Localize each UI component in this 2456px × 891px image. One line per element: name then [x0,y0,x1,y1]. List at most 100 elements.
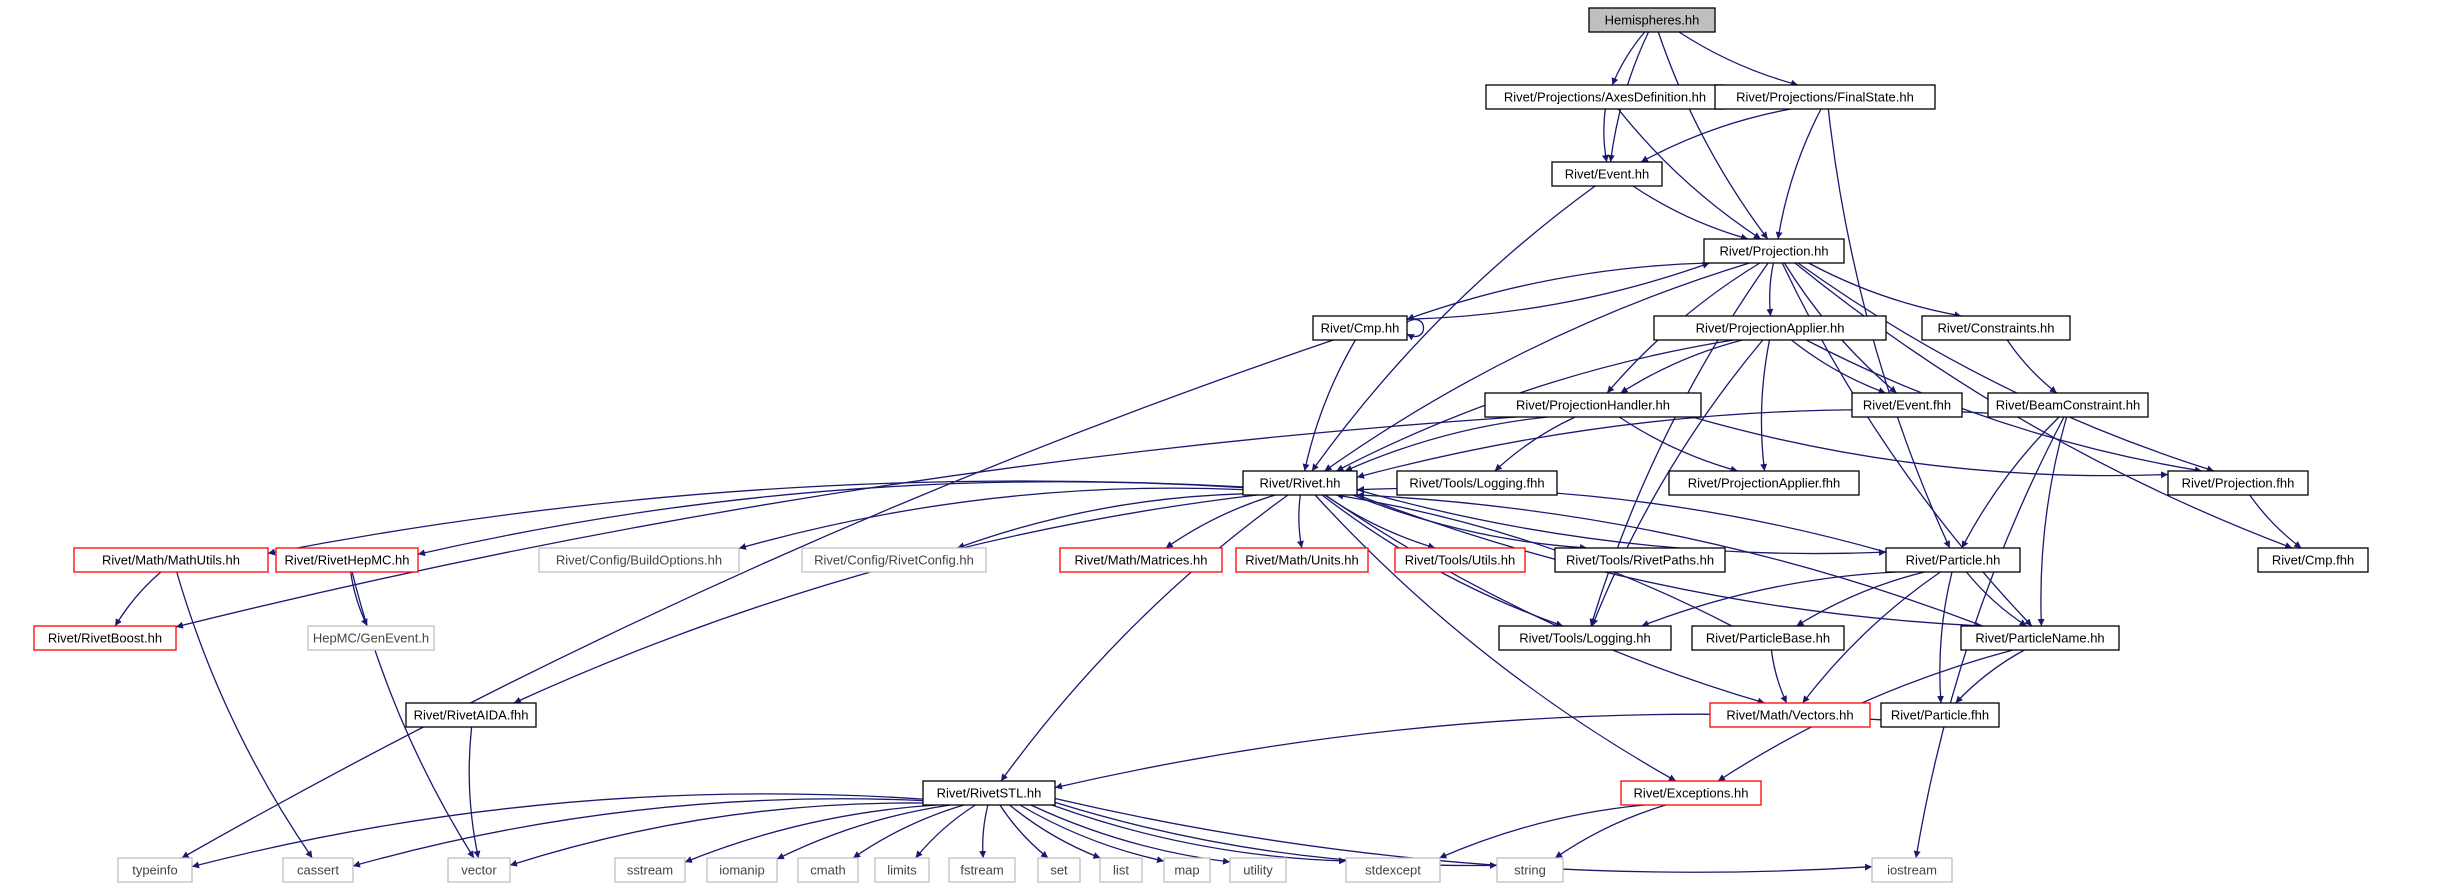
node-label: Rivet/Particle.fhh [1891,708,1989,723]
node-hepmc[interactable]: Rivet/RivetHepMC.hh [275,547,419,573]
node-boost[interactable]: Rivet/RivetBoost.hh [33,625,177,651]
node-units[interactable]: Rivet/Math/Units.hh [1235,547,1369,573]
node-projf[interactable]: Rivet/Projection.fhh [2167,470,2309,496]
node-box [275,547,419,573]
node-box [1620,780,1762,806]
node-list: list [1099,857,1143,883]
node-label: Rivet/RivetSTL.hh [937,786,1042,801]
edge-particle-to-pbase [1796,571,1925,627]
edge-stl-to-limits [915,804,976,859]
edge-proj-to-cmp [1406,262,1710,321]
node-rivet[interactable]: Rivet/Rivet.hh [1242,470,1358,496]
node-aida[interactable]: Rivet/RivetAIDA.fhh [405,702,537,728]
edge-line [1019,804,1165,864]
edge-constr-to-beam [2006,339,2058,394]
edge-line [2249,494,2302,549]
edge-line [1352,494,1588,552]
node-box [874,857,930,883]
node-label: Rivet/ProjectionApplier.hh [1696,321,1845,336]
node-label: Rivet/Tools/Utils.hh [1405,553,1516,568]
node-eventf[interactable]: Rivet/Event.fhh [1851,392,1963,418]
node-label: Rivet/Exceptions.hh [1634,786,1749,801]
edge-rivet-to-pname [1356,494,1983,630]
edge-line [1336,339,1734,472]
edge-particle-to-particlef [1936,571,1953,704]
node-except[interactable]: Rivet/Exceptions.hh [1620,780,1762,806]
node-phand[interactable]: Rivet/ProjectionHandler.hh [1484,392,1702,418]
edge-line [979,804,989,859]
edge-stl-to-cmath [852,804,965,859]
node-box [1871,857,1953,883]
edge-line [1494,416,1576,472]
edge-stl-to-fstream [979,804,989,859]
edge-line [1632,185,1749,241]
node-pbase[interactable]: Rivet/ParticleBase.hh [1691,625,1845,651]
node-logf[interactable]: Rivet/Tools/Logging.fhh [1396,470,1558,496]
edge-line [852,804,965,859]
node-label: Rivet/Projection.hh [1719,244,1828,259]
node-box [1709,702,1871,728]
edge-line [1324,262,1750,472]
node-box [1484,392,1702,418]
edge-stl-to-vector [509,802,924,867]
node-fstate[interactable]: Rivet/Projections/FinalState.hh [1714,84,1936,110]
edge-line [181,339,1334,859]
edge-line [1766,262,1775,317]
node-label: sstream [627,863,673,878]
node-label: Hemispheres.hh [1605,13,1700,28]
node-hemi[interactable]: Hemispheres.hh [1588,7,1716,33]
node-particle[interactable]: Rivet/Particle.hh [1885,547,2021,573]
node-logging[interactable]: Rivet/Tools/Logging.hh [1498,625,1672,651]
node-tutils[interactable]: Rivet/Tools/Utils.hh [1394,547,1526,573]
edge-line [1620,339,1743,394]
node-pname[interactable]: Rivet/ParticleName.hh [1960,625,2120,651]
node-proj[interactable]: Rivet/Projection.hh [1703,238,1845,264]
node-box [2257,547,2369,573]
edge-line [1796,571,1925,627]
node-stl[interactable]: Rivet/RivetSTL.hh [922,780,1056,806]
node-event[interactable]: Rivet/Event.hh [1551,161,1663,187]
node-box [1394,547,1526,573]
edge-line [1657,31,1769,240]
node-label: Rivet/Tools/Logging.fhh [1409,476,1544,491]
edge-line [1641,571,1897,627]
node-cmp[interactable]: Rivet/Cmp.hh [1312,315,1408,341]
node-mathutils[interactable]: Rivet/Math/MathUtils.hh [73,547,269,573]
node-cmpf[interactable]: Rivet/Cmp.fhh [2257,547,2369,573]
edge-stl-to-stdexcept [1051,804,1347,865]
node-box [922,780,1056,806]
node-box [1714,84,1936,110]
node-rpaths[interactable]: Rivet/Tools/RivetPaths.hh [1554,547,1726,573]
node-vectors[interactable]: Rivet/Math/Vectors.hh [1709,702,1871,728]
node-iomanip: iomanip [706,857,778,883]
node-label: Rivet/Projection.fhh [2182,476,2295,491]
node-box [1163,857,1211,883]
edge-stl-to-sstream [684,804,937,863]
node-box [1498,625,1672,651]
node-box [1099,857,1143,883]
edge-beam-to-particle [1961,416,2060,549]
node-stdexcept: stdexcept [1345,857,1441,883]
edge-line [1000,494,1289,782]
edge-line [1324,494,1765,705]
edge-line [1955,649,2025,704]
node-box [538,547,740,573]
node-pappf[interactable]: Rivet/ProjectionApplier.fhh [1668,470,1860,496]
edge-line [1611,31,1646,86]
node-particlef[interactable]: Rivet/Particle.fhh [1880,702,2000,728]
node-box [1703,238,1845,264]
node-papp[interactable]: Rivet/ProjectionApplier.hh [1653,315,1887,341]
edge-line [1344,416,1548,472]
edge-proj-to-papp [1766,262,1775,317]
edge-rivet-to-mathutils [267,480,1244,556]
node-label: Rivet/Cmp.fhh [2272,553,2354,568]
node-label: cassert [297,863,339,878]
edge-fstate-to-event [1640,108,1792,163]
node-matrices[interactable]: Rivet/Math/Matrices.hh [1059,547,1223,573]
node-axes[interactable]: Rivet/Projections/AxesDefinition.hh [1485,84,1725,110]
node-constr[interactable]: Rivet/Constraints.hh [1921,315,2071,341]
node-box [1551,161,1663,187]
node-label: Rivet/RivetAIDA.fhh [414,708,529,723]
node-beam[interactable]: Rivet/BeamConstraint.hh [1987,392,2149,418]
